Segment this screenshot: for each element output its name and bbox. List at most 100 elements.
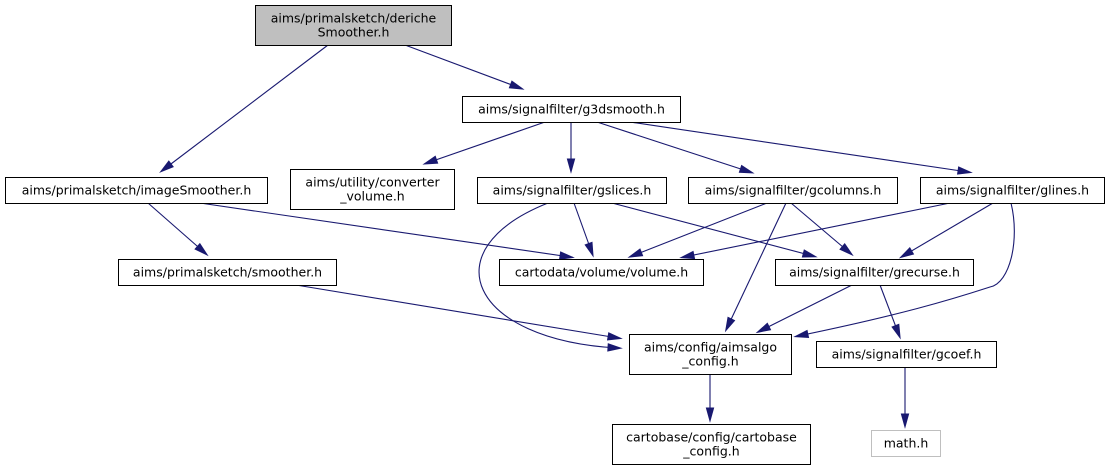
arrowhead (606, 332, 623, 341)
arrowhead (607, 343, 623, 352)
edges-layer (147, 44, 1015, 429)
edge-image-smoother-to-smoother (147, 202, 209, 257)
edge-line (790, 202, 851, 254)
node-smoother[interactable]: aims/primalsketch/smoother.h (118, 259, 337, 286)
node-gcolumns[interactable]: aims/signalfilter/gcolumns.h (688, 177, 898, 204)
node-box (629, 334, 792, 375)
node-converter[interactable]: aims/utility/converter_volume.h (290, 169, 455, 210)
edge-grecurse-to-gcoef (879, 284, 901, 340)
edge-line (631, 202, 768, 257)
arrowhead (724, 316, 736, 333)
node-box (255, 5, 452, 46)
node-box (499, 259, 704, 286)
arrowhead (422, 155, 439, 165)
node-label: aims/primalsketch/deriche (271, 11, 437, 26)
node-volume[interactable]: cartodata/volume/volume.h (499, 259, 704, 286)
edge-glines-to-grecurse (898, 202, 994, 259)
edge-line (629, 121, 969, 173)
edge-line (759, 284, 853, 332)
node-box (871, 430, 941, 457)
edge-line (797, 202, 1015, 337)
edge-gslices-to-grecurse (611, 202, 818, 258)
node-g3dsmooth[interactable]: aims/signalfilter/g3dsmooth.h (462, 96, 681, 123)
node-box (612, 424, 811, 465)
arrowhead (159, 160, 174, 173)
edge-line (611, 202, 814, 257)
edge-g3dsmooth-to-converter (422, 121, 546, 165)
node-box (462, 96, 681, 123)
node-box (920, 177, 1105, 204)
arrowhead (194, 242, 209, 257)
edge-line (902, 202, 994, 257)
node-grecurse[interactable]: aims/signalfilter/grecurse.h (775, 259, 974, 286)
edge-line (478, 202, 619, 349)
node-label: Smoother.h (318, 25, 390, 40)
edge-deriche-to-image-smoother (159, 44, 329, 173)
edge-gcoef-to-math (900, 367, 910, 429)
edge-line (147, 202, 206, 254)
node-box (118, 259, 337, 286)
edge-line (404, 44, 521, 89)
node-gcoef[interactable]: aims/signalfilter/gcoef.h (816, 341, 997, 368)
node-math[interactable]: math.h (871, 430, 941, 457)
edge-line (162, 44, 329, 171)
arrowhead (705, 407, 715, 423)
node-label: _config.h (682, 444, 739, 459)
arrowhead (584, 241, 594, 258)
edge-gcolumns-to-volume (627, 202, 768, 258)
edge-deriche-to-g3dsmooth (404, 44, 525, 90)
arrowhead (898, 247, 915, 259)
node-box (290, 169, 455, 210)
arrowhead (558, 251, 575, 260)
arrowhead (900, 413, 910, 429)
node-glines[interactable]: aims/signalfilter/glines.h (920, 177, 1105, 204)
edge-grecurse-to-aimsalgo (755, 284, 853, 334)
node-label: cartodata/volume/volume.h (515, 265, 688, 280)
edge-gslices-to-aimsalgo (478, 202, 623, 352)
node-cartobase[interactable]: cartobase/config/cartobase_config.h (612, 424, 811, 465)
arrowhead (839, 242, 854, 257)
node-label: math.h (884, 436, 929, 451)
node-label: aims/config/aimsalgo (644, 340, 777, 355)
edge-g3dsmooth-to-gslices (566, 122, 576, 174)
node-label: _volume.h (339, 189, 404, 204)
edge-glines-to-aimsalgo (793, 202, 1015, 339)
node-box (816, 341, 997, 368)
node-label: _config.h (681, 354, 738, 369)
edge-line (726, 202, 787, 329)
arrowhead (627, 248, 644, 258)
edge-glines-to-volume (679, 202, 951, 260)
node-label: aims/primalsketch/imageSmoother.h (22, 183, 252, 198)
arrowhead (793, 329, 810, 339)
arrowhead (801, 249, 818, 258)
node-box (688, 177, 898, 204)
edge-image-smoother-to-volume (199, 202, 575, 260)
node-image-smoother[interactable]: aims/primalsketch/imageSmoother.h (5, 177, 268, 204)
edge-gcolumns-to-aimsalgo (724, 202, 787, 333)
arrowhead (508, 80, 525, 90)
edge-line (426, 121, 546, 164)
arrowhead (755, 322, 772, 334)
node-label: aims/signalfilter/grecurse.h (789, 265, 960, 280)
arrowhead (738, 164, 755, 174)
edge-line (596, 121, 751, 173)
edge-smoother-to-aimsalgo (295, 284, 623, 341)
node-label: cartobase/config/cartobase (626, 430, 797, 445)
node-box (5, 177, 268, 204)
node-aimsalgo[interactable]: aims/config/aimsalgo_config.h (629, 334, 792, 375)
edge-g3dsmooth-to-glines (629, 121, 973, 175)
node-label: aims/signalfilter/gcoef.h (832, 347, 982, 362)
arrowhead (566, 158, 576, 174)
node-label: aims/utility/converter (305, 175, 440, 190)
edge-gslices-to-volume (573, 202, 594, 258)
node-label: aims/primalsketch/smoother.h (133, 265, 322, 280)
node-label: aims/signalfilter/gslices.h (493, 183, 652, 198)
edge-line (199, 202, 571, 258)
edge-line (683, 202, 951, 258)
edge-aimsalgo-to-cartobase (705, 374, 715, 423)
edge-g3dsmooth-to-gcolumns (596, 121, 755, 174)
node-label: aims/signalfilter/glines.h (936, 183, 1089, 198)
node-gslices[interactable]: aims/signalfilter/gslices.h (477, 177, 667, 204)
